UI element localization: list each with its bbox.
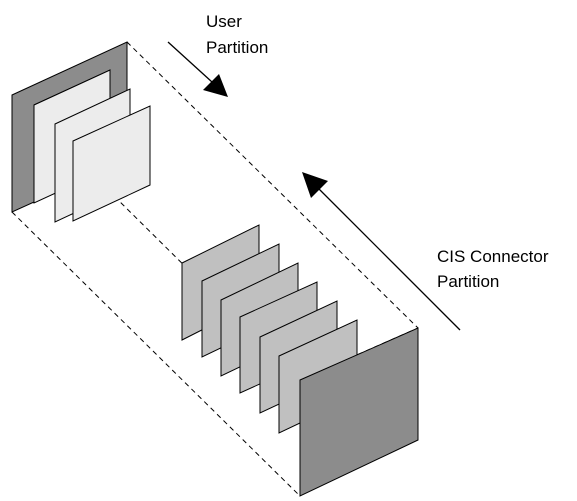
- front-end-plate: [299, 327, 419, 497]
- cis-partition-arrowhead: [302, 172, 328, 198]
- user-partition-sheets: [33, 69, 151, 223]
- user-partition-arrowhead: [203, 74, 228, 97]
- user-partition-label-line-2: Partition: [206, 38, 268, 57]
- user-partition-label-line-1: User: [206, 12, 242, 31]
- front-plate: [299, 327, 419, 497]
- cis-partition-sheets: [181, 224, 358, 434]
- arrows: [167, 41, 461, 331]
- user-sheet-3: [72, 105, 151, 222]
- cis-connector-partition-label-line-2: Partition: [437, 272, 499, 291]
- cis-connector-partition-label: CIS Connector Partition: [437, 247, 549, 291]
- user-partition-label: User Partition: [206, 12, 268, 57]
- cis-connector-partition-label-line-1: CIS Connector: [437, 247, 549, 266]
- user-partition-arrow-shaft: [167, 41, 213, 83]
- lower-left-dashed-edge: [11, 211, 301, 497]
- cis-partition-arrow-shaft: [317, 187, 461, 331]
